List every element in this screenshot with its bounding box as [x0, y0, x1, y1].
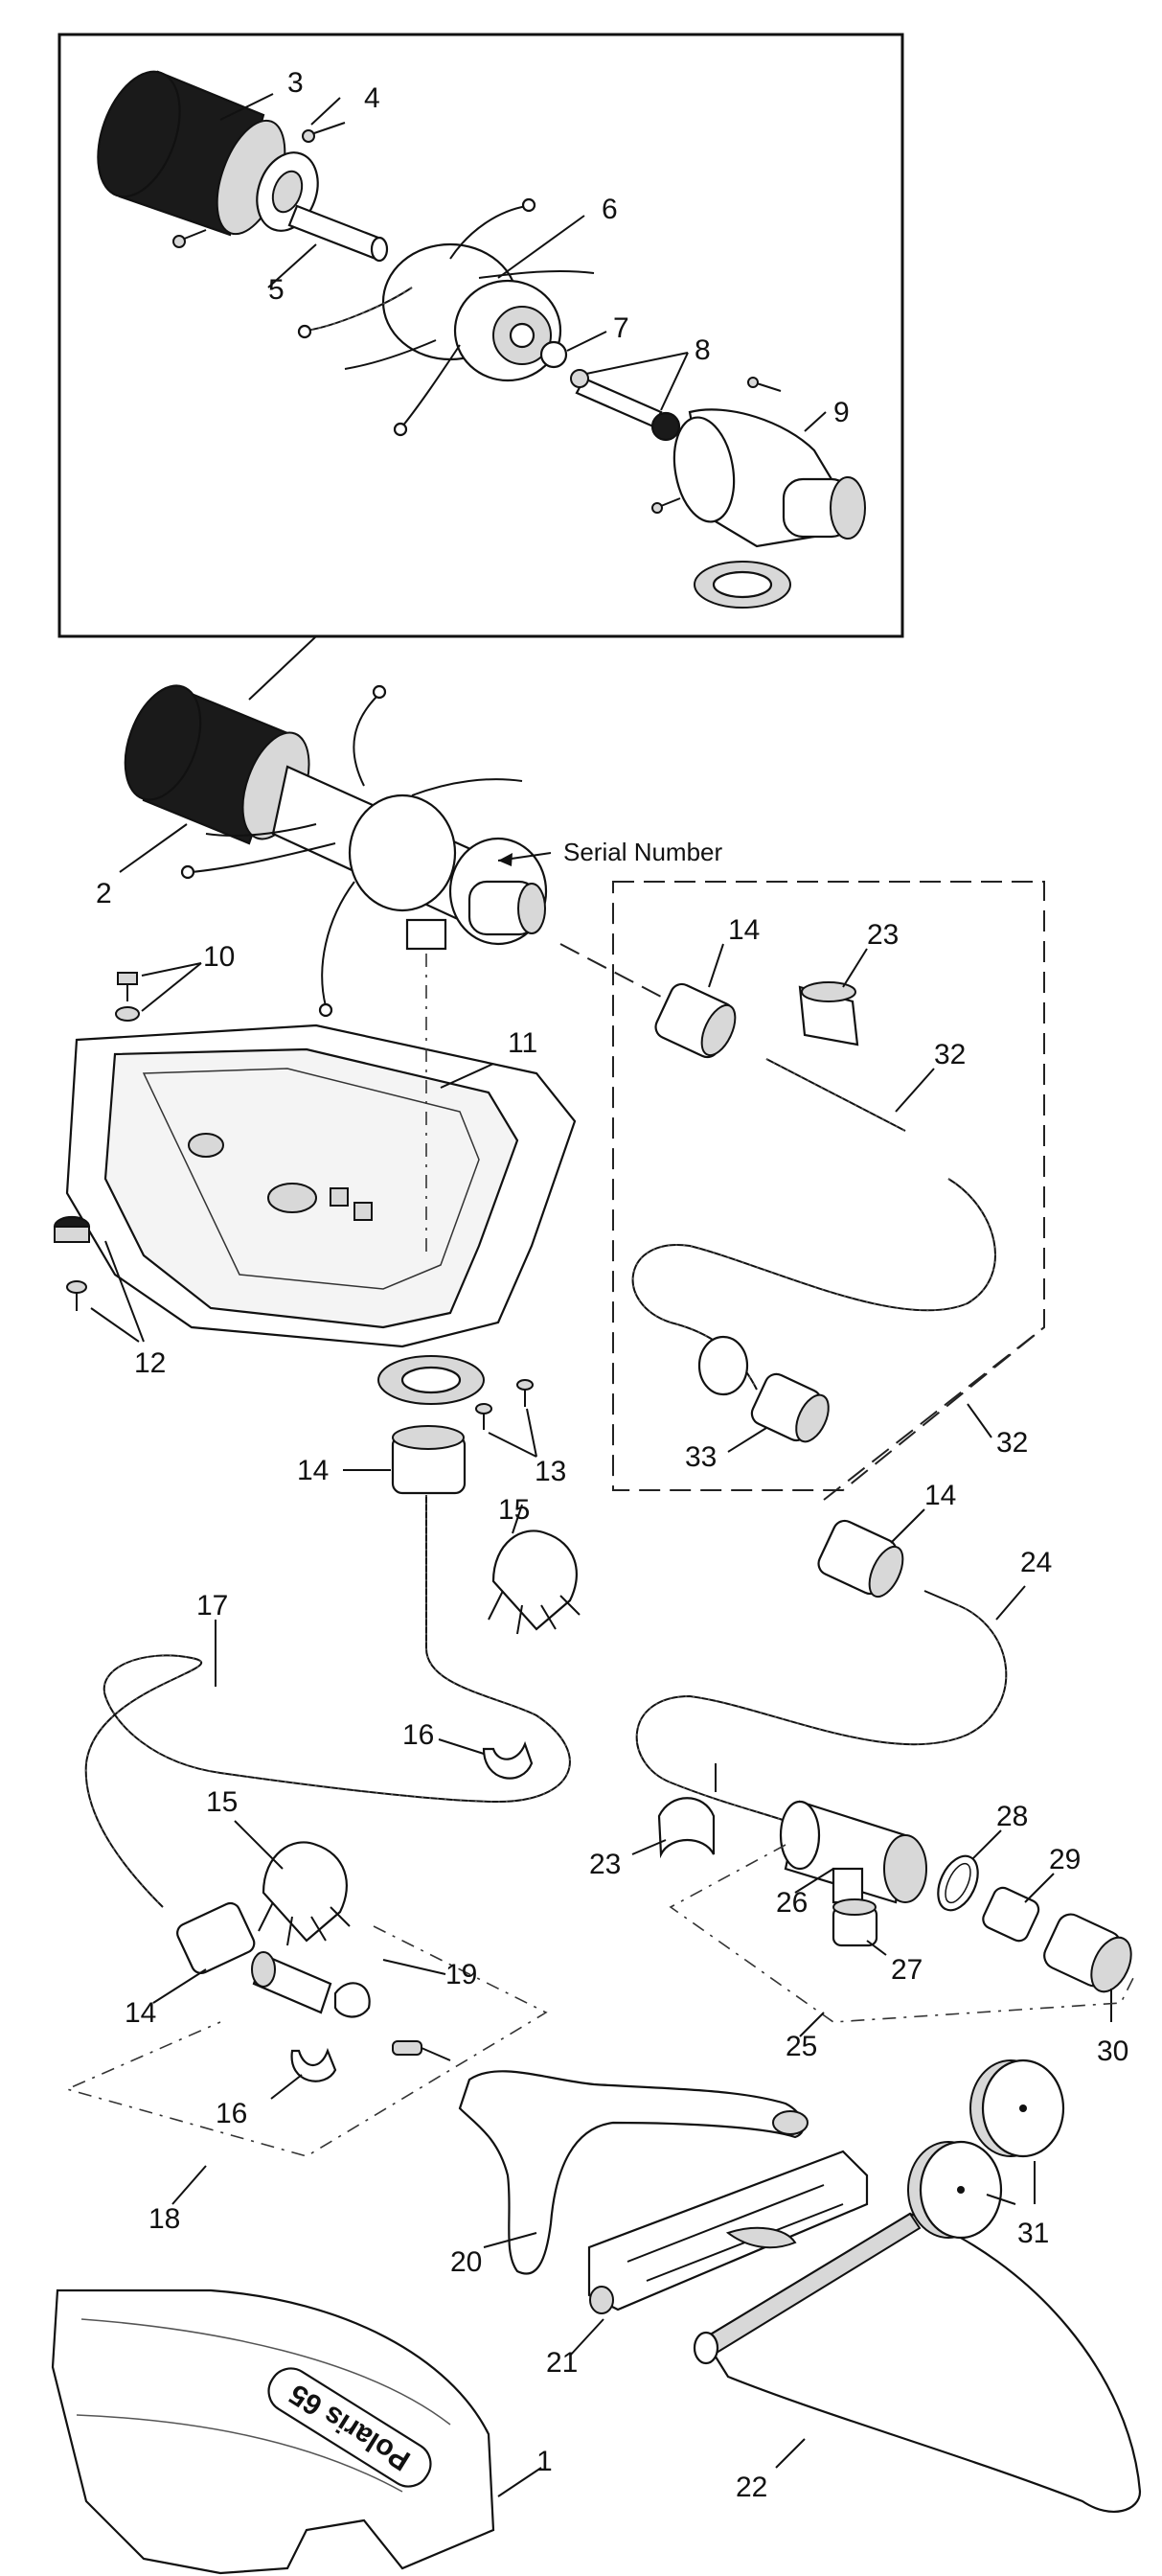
callout-24: 24 [1020, 1547, 1052, 1578]
callout-16-upper: 16 [402, 1719, 434, 1751]
part-20-frame [458, 2070, 809, 2275]
callout-31: 31 [1017, 2218, 1049, 2249]
callout-5: 5 [268, 274, 285, 306]
callout-15-lower: 15 [206, 1786, 238, 1818]
callout-14-right: 14 [924, 1480, 956, 1511]
part-31-wheels [907, 2058, 1065, 2240]
serial-number-label: Serial Number [563, 838, 723, 866]
part-23-sleeve-kit [798, 948, 868, 1046]
callout-12: 12 [134, 1347, 166, 1379]
part-5-shaft [287, 204, 389, 263]
callout-7: 7 [613, 312, 629, 344]
part-14-hose-nut-kit [654, 943, 737, 1059]
hose-kit-dashed-box [612, 881, 1045, 1501]
outlet-gasket [377, 1355, 485, 1405]
callout-3: 3 [287, 67, 304, 99]
part-14-hose-nut-lower [152, 1901, 256, 2004]
callout-14-lower: 14 [125, 1997, 156, 2029]
part-26-valve-body [779, 1800, 927, 1904]
part-23-sleeve [631, 1763, 717, 1859]
callout-14-kit: 14 [728, 914, 760, 946]
callout-27: 27 [891, 1954, 923, 1986]
part-4-screw [172, 122, 346, 248]
callout-14-main: 14 [297, 1455, 329, 1486]
part-22-tail-sweep [693, 2212, 1142, 2513]
part-27-restrictor [832, 1898, 887, 1956]
part-33-connector [697, 1335, 830, 1453]
part-24-hose [635, 1585, 1026, 1822]
callout-21: 21 [546, 2347, 578, 2379]
callout-20: 20 [450, 2246, 482, 2278]
part-30-cap [1043, 1913, 1132, 2022]
part-28-o-ring [937, 1829, 1002, 1912]
part-32-hose-kit [631, 1058, 996, 1438]
part-13-screws [475, 1379, 537, 1458]
part-14-hose-nut-right [817, 1508, 925, 1598]
part-15-float-upper [488, 1504, 581, 1635]
part-17-main-hose [84, 1495, 571, 1908]
part-10-screw-washer [115, 962, 202, 1022]
callout-29: 29 [1049, 1844, 1081, 1875]
callout-1: 1 [536, 2446, 553, 2477]
callout-32-kit: 32 [934, 1039, 966, 1070]
callout-2: 2 [96, 878, 112, 909]
part-12-wheel-screw [53, 1215, 145, 1343]
callout-13: 13 [535, 1456, 566, 1487]
part-9-gearbox-housing [651, 377, 866, 609]
part-16-clip-lower [270, 2047, 337, 2100]
inset-detail-box [57, 33, 904, 701]
callout-26: 26 [776, 1887, 808, 1919]
callout-10: 10 [203, 941, 235, 973]
callout-11: 11 [508, 1027, 537, 1059]
callout-9: 9 [833, 397, 850, 428]
callout-28: 28 [996, 1801, 1028, 1832]
part-19-swivel [251, 1951, 451, 2061]
part-8-gear-shaft [570, 369, 681, 442]
callout-4: 4 [364, 82, 380, 114]
callout-17: 17 [196, 1590, 228, 1622]
callout-32: 32 [996, 1427, 1028, 1459]
part-1-top-cover: Polaris 65 [51, 2288, 542, 2575]
callout-18: 18 [148, 2203, 180, 2235]
part-16-clip-upper [438, 1738, 534, 1780]
part-15-float-lower [234, 1820, 351, 1946]
callout-33: 33 [685, 1441, 717, 1473]
callout-22: 22 [736, 2472, 767, 2503]
callout-19: 19 [445, 1959, 477, 1990]
callout-15-upper: 15 [498, 1494, 530, 1526]
part-2-drive-assembly [124, 684, 548, 1018]
callout-6: 6 [602, 194, 618, 225]
part-7-o-ring [539, 340, 568, 369]
part-21-axle [569, 2150, 869, 2357]
part-11-chassis-body [65, 1024, 577, 1348]
callout-16-lower: 16 [216, 2098, 247, 2129]
callout-30: 30 [1097, 2036, 1128, 2067]
callout-8: 8 [695, 334, 711, 366]
callout-23-kit: 23 [867, 919, 899, 951]
part-14-hose-nut-main [343, 1425, 467, 1495]
part-6-scrubber-hub [297, 197, 595, 437]
callout-25: 25 [786, 2031, 817, 2062]
part-29-poppet [982, 1873, 1055, 1943]
callout-23: 23 [589, 1849, 621, 1880]
